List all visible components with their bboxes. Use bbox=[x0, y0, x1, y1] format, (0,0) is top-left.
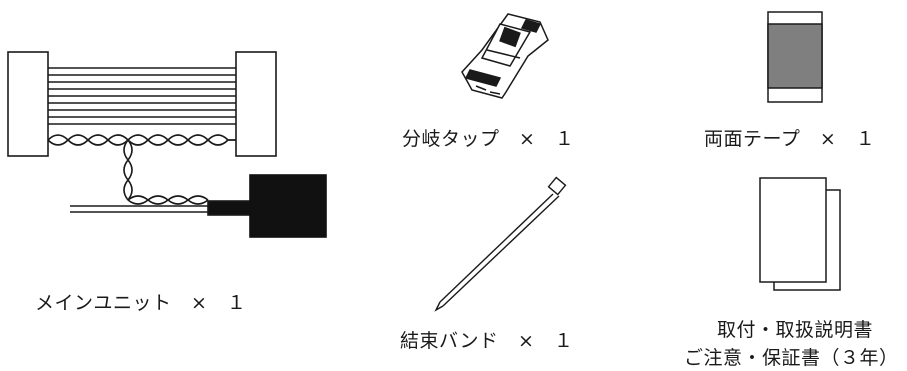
branch-tap-label: 分岐タップ × １ bbox=[402, 128, 575, 150]
main-unit-illustration bbox=[7, 51, 327, 238]
cable-tie-label: 結束バンド × １ bbox=[400, 330, 574, 352]
twisted-pair-horizontal bbox=[47, 134, 236, 146]
branch-tap-illustration bbox=[461, 13, 549, 99]
manual-label: 取付・取扱説明書 bbox=[717, 319, 874, 341]
documents-illustration bbox=[759, 177, 841, 291]
control-box bbox=[249, 174, 327, 238]
wire-sleeve bbox=[207, 200, 253, 216]
left-connector bbox=[7, 51, 49, 157]
main-unit-label: メインユニット × １ bbox=[35, 292, 247, 314]
twisted-pair-vertical bbox=[123, 139, 133, 201]
twisted-pair-bottom bbox=[127, 195, 209, 205]
right-connector bbox=[235, 51, 277, 157]
warranty-label: ご注意・保証書（３年） bbox=[684, 347, 899, 369]
ribbon-cable bbox=[48, 67, 236, 125]
cable-tie-illustration bbox=[434, 176, 567, 312]
double-sided-tape-illustration bbox=[767, 11, 823, 103]
double-sided-tape-label: 両面テープ × １ bbox=[704, 128, 876, 150]
